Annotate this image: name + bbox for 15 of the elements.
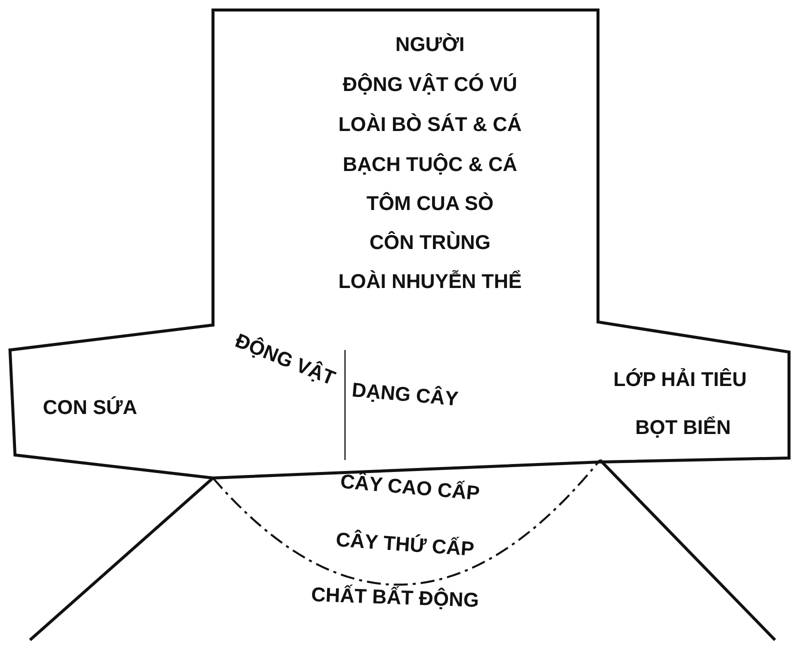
category-label: CÂY CAO CẤP xyxy=(340,472,480,504)
category-label: CÂY THỨ CẤP xyxy=(335,530,475,560)
category-label: BỌT BIỂN xyxy=(635,418,731,438)
category-label: BẠCH TUỘC & CÁ xyxy=(342,155,518,175)
category-label: LOÀI NHUYỄN THỂ xyxy=(338,272,522,292)
category-label: ĐỘNG VẬT CÓ VÚ xyxy=(342,75,518,95)
category-label: LOÀI BÒ SÁT & CÁ xyxy=(338,115,522,135)
category-label: CHẤT BẤT ĐỘNG xyxy=(310,585,480,611)
category-label: LỚP HẢI TIÊU xyxy=(613,370,747,390)
category-label: ĐỘNG VẬT xyxy=(232,330,338,390)
category-label: CÔN TRÙNG xyxy=(369,233,491,253)
category-label: CON SỨA xyxy=(42,398,138,418)
category-label: NGƯỜI xyxy=(395,35,465,55)
category-label: TÔM CUA SÒ xyxy=(366,194,494,214)
category-label: DẠNG CÂY xyxy=(351,380,459,410)
